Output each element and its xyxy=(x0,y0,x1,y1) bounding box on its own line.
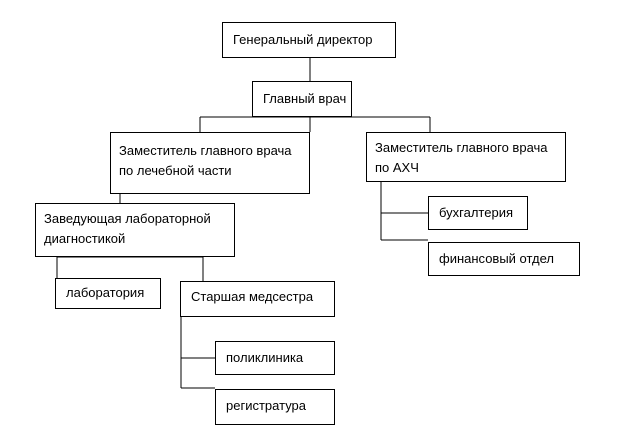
lab-head-box: Заведующая лабораторной диагностикой xyxy=(35,203,235,257)
finance-box: финансовый отдел xyxy=(428,242,580,276)
chief-physician-label: Главный врач xyxy=(263,91,347,106)
laboratory-label: лаборатория xyxy=(66,285,145,300)
deputy-ahch-label-line2: по АХЧ xyxy=(375,160,419,175)
registry-box: регистратура xyxy=(215,389,335,425)
lab-head-label-line1: Заведующая лабораторной xyxy=(44,211,211,226)
deputy-ahch-label-line1: Заместитель главного врача xyxy=(375,140,548,155)
deputy-medical-label-line2: по лечебной части xyxy=(119,163,232,178)
deputy-ahch-box: Заместитель главного врача по АХЧ xyxy=(366,132,566,182)
laboratory-box: лаборатория xyxy=(55,278,161,309)
lab-head-label-line2: диагностикой xyxy=(44,231,126,246)
accounting-box: бухгалтерия xyxy=(428,196,528,230)
general-director-box: Генеральный директор xyxy=(222,22,396,58)
general-director-label: Генеральный директор xyxy=(233,32,373,47)
polyclinic-label: поликлиника xyxy=(226,350,304,365)
polyclinic-box: поликлиника xyxy=(215,341,335,375)
registry-label: регистратура xyxy=(226,398,307,413)
chief-physician-box: Главный врач xyxy=(252,81,352,117)
deputy-medical-label-line1: Заместитель главного врача xyxy=(119,143,292,158)
head-nurse-box: Старшая медсестра xyxy=(180,281,335,317)
finance-label: финансовый отдел xyxy=(439,251,554,266)
deputy-medical-box: Заместитель главного врача по лечебной ч… xyxy=(110,132,310,194)
accounting-label: бухгалтерия xyxy=(439,205,514,220)
head-nurse-label: Старшая медсестра xyxy=(191,289,314,304)
